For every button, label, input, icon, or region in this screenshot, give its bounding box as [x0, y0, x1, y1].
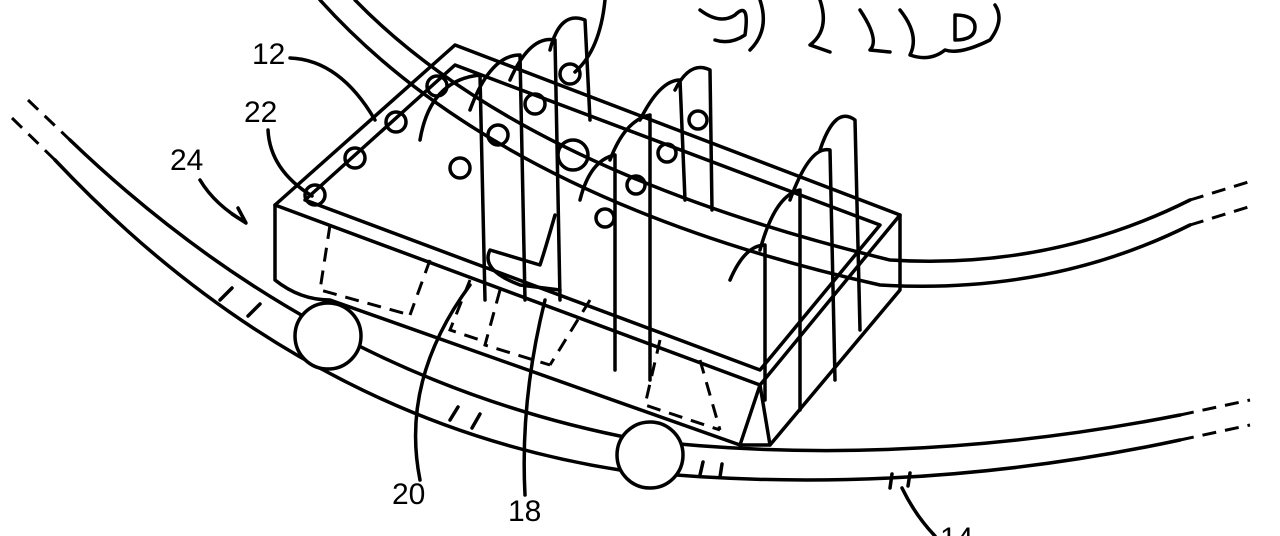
front-wheel	[293, 301, 363, 371]
vehicle-car	[273, 16, 902, 447]
label-12: 12	[252, 38, 286, 71]
label-24: 24	[170, 144, 204, 177]
dragon-figure	[698, 0, 1001, 60]
label-18: 18	[508, 495, 542, 528]
rear-wheel	[615, 420, 685, 490]
label-20: 20	[392, 478, 426, 511]
leader-lines	[198, 0, 607, 497]
label-22: 22	[244, 96, 278, 129]
upper-track	[318, 0, 1256, 288]
label-14: 14	[940, 524, 973, 536]
